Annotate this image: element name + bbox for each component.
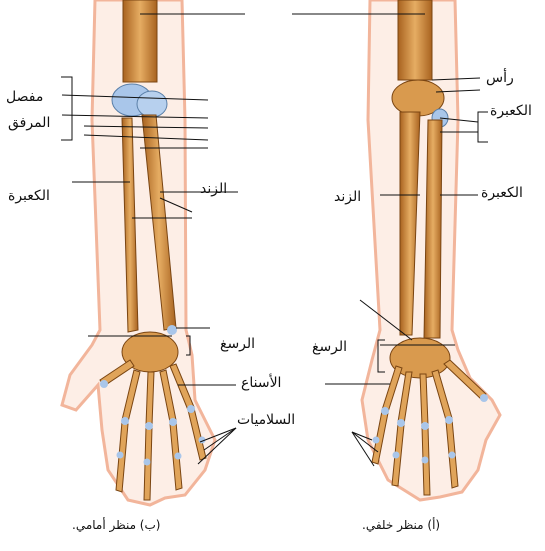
posterior-ulna-label: الزند	[334, 190, 361, 204]
anterior-elbow-label-2: المرفق	[8, 116, 50, 130]
posterior-caption: (أ) منظر خلفي.	[362, 519, 440, 531]
anterior-phalanges-label: السلاميات	[237, 413, 295, 427]
anterior-radius-label: الكعبرة	[8, 189, 50, 203]
posterior-humerus	[398, 0, 432, 80]
posterior-wrist-label: الرسغ	[312, 340, 347, 354]
posterior-radius-label: الكعبرة	[481, 186, 523, 200]
anterior-humerus	[123, 0, 157, 82]
posterior-view-figure	[362, 0, 500, 500]
anterior-view-figure	[62, 0, 215, 505]
anterior-elbow-cartilage-2	[137, 91, 167, 117]
anterior-ulna-label: الزند	[200, 182, 227, 196]
anterior-metacarpals-label: الأسناع	[241, 376, 281, 390]
posterior-head-label: رأس	[486, 71, 514, 85]
anterior-wrist-label: الرسغ	[220, 337, 255, 351]
posterior-radius-top-label: الكعبرة	[490, 104, 532, 118]
anterior-elbow-label-1: مفصل	[6, 90, 43, 104]
anterior-caption: (ب) منظر أمامي.	[72, 519, 160, 531]
